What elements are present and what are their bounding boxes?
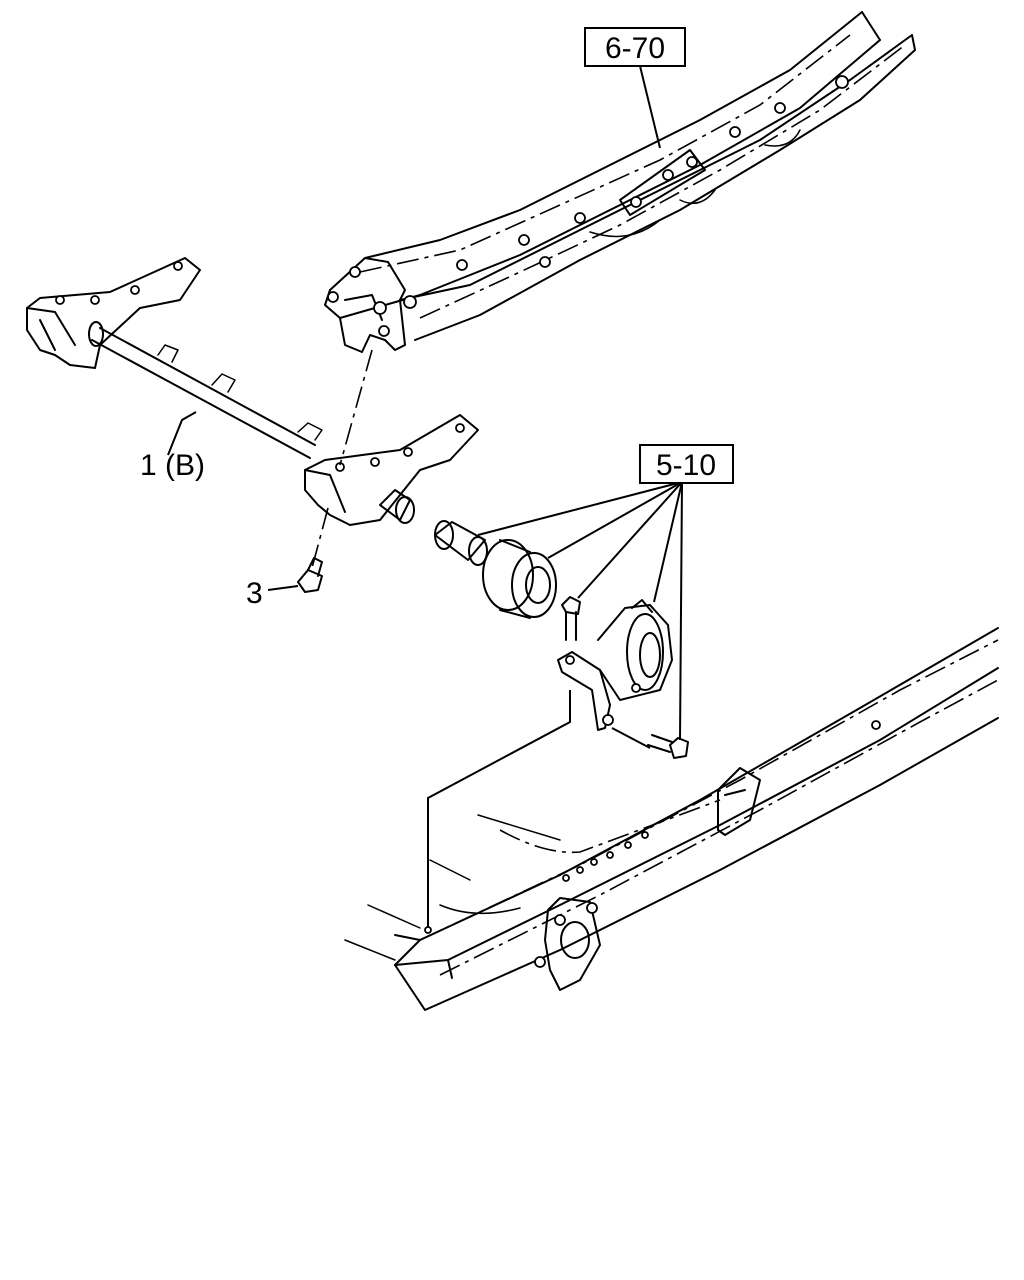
bolt-3[interactable] [297, 557, 323, 593]
leaders-5-10 [477, 481, 683, 741]
ref-box-6-70[interactable]: 6-70 [584, 27, 686, 67]
ref-label-5-10: 5-10 [656, 449, 716, 482]
alignment-line-frame [339, 349, 373, 466]
mount-bolt-horizontal [647, 734, 689, 759]
upper-frame-rail [324, 11, 916, 353]
lower-frame-rail [344, 627, 999, 1011]
rubber-bushing [482, 539, 557, 619]
assembly-line-mount [427, 690, 571, 930]
part-label-bolt: 3 [246, 577, 263, 610]
leader-6-70 [639, 65, 661, 149]
ref-label-6-70: 6-70 [605, 32, 665, 65]
leader-bolt [267, 585, 299, 591]
bushing-sleeve [434, 520, 488, 566]
ref-box-5-10[interactable]: 5-10 [639, 444, 734, 484]
part-label-crossmember: 1 (B) [140, 449, 205, 482]
mount-bracket [557, 599, 673, 731]
leader-crossmember [167, 411, 197, 456]
mount-bolt-vertical [561, 596, 581, 641]
assembly-line-bolt [611, 727, 651, 749]
crossmember [26, 257, 479, 526]
